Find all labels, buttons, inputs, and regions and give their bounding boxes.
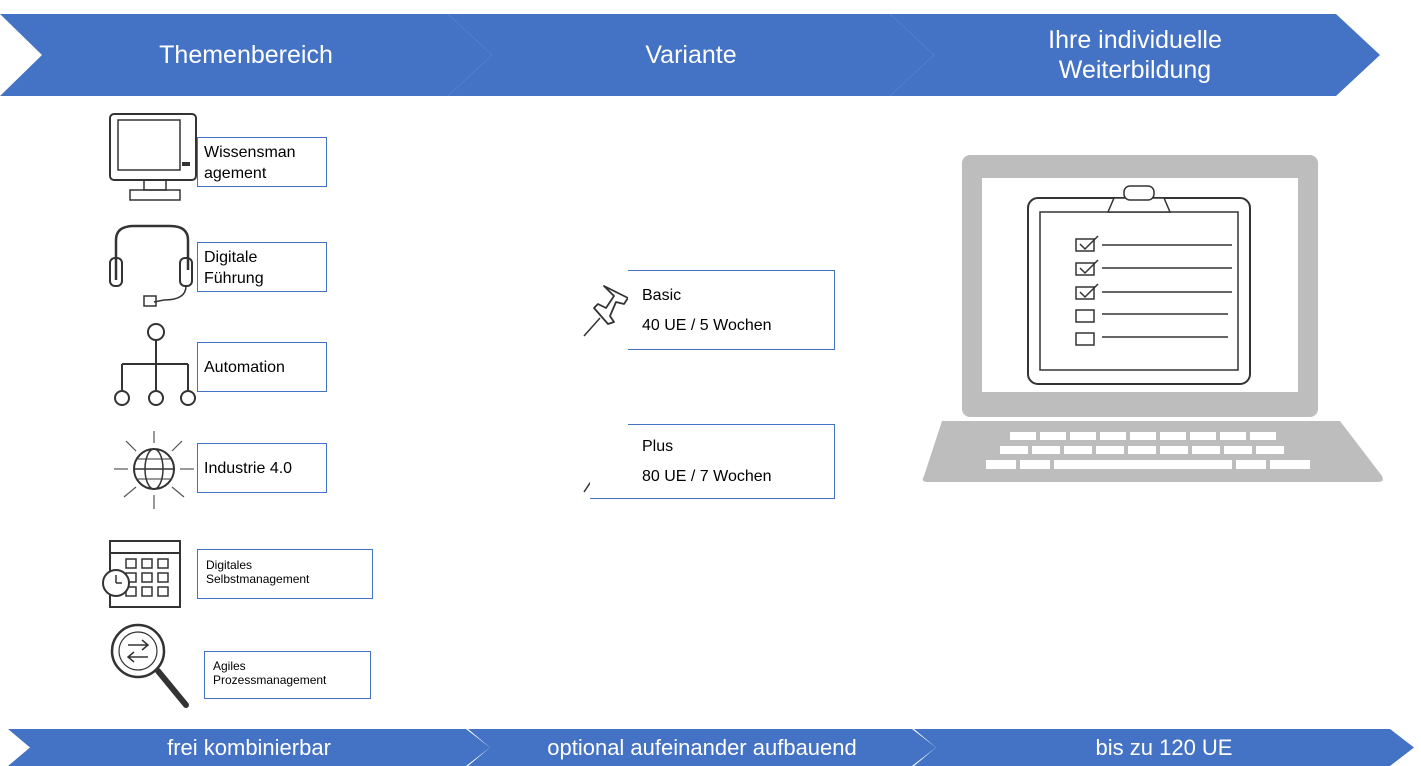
topic-agiles-prozessmanagement: Agiles Prozessmanagement xyxy=(204,651,371,699)
topic-label: Digitale Führung xyxy=(204,249,264,287)
topic-label: Automation xyxy=(204,358,285,376)
topic-label: Wissensman agement xyxy=(204,144,296,182)
magnifier-icon xyxy=(110,623,189,708)
step-weiterbildung: Ihre individuelle Weiterbildung xyxy=(890,14,1380,96)
pushpin-icon xyxy=(583,285,629,337)
footer-frei-kombinierbar: frei kombinierbar xyxy=(8,729,490,766)
footer-label: bis zu 120 UE xyxy=(1095,734,1233,760)
globe-icon xyxy=(114,431,194,509)
topic-digitale-fuehrung: Digitale Führung xyxy=(197,242,327,292)
variant-detail: 40 UE / 5 Wochen xyxy=(642,317,772,334)
step-variante-label: Variante xyxy=(645,41,737,69)
step-themenbereich-label: Themenbereich xyxy=(159,41,333,69)
footer-label: frei kombinierbar xyxy=(167,734,331,760)
org-chart-icon xyxy=(114,323,196,406)
topic-wissensmanagement: Wissensman agement xyxy=(197,137,327,187)
variant-basic: Basic 40 UE / 5 Wochen xyxy=(628,270,835,350)
step-variante: Variante xyxy=(448,14,934,96)
variant-name: Plus xyxy=(642,438,674,455)
topic-label: Industrie 4.0 xyxy=(204,459,293,477)
variant-name: Basic xyxy=(642,287,682,304)
topic-digitales-selbstmanagement: Digitales Selbstmanagement xyxy=(197,549,373,599)
computer-monitor-icon xyxy=(109,113,197,201)
topic-industrie-40: Industrie 4.0 xyxy=(197,443,327,493)
topic-label: Agiles Prozessmanagement xyxy=(213,659,327,687)
footer-bis-120-ue: bis zu 120 UE xyxy=(914,729,1414,766)
topic-label: Digitales Selbstmanagement xyxy=(206,558,310,586)
laptop-checklist-icon xyxy=(922,155,1383,482)
variant-detail: 80 UE / 7 Wochen xyxy=(642,468,772,485)
variant-plus: Plus 80 UE / 7 Wochen xyxy=(590,424,835,499)
step-weiterbildung-label: Ihre individuelle Weiterbildung xyxy=(1048,26,1222,84)
calendar-clock-icon xyxy=(102,540,181,608)
headset-icon xyxy=(109,224,193,307)
step-themenbereich: Themenbereich xyxy=(0,14,492,96)
footer-optional-aufbauend: optional aufeinander aufbauend xyxy=(468,729,936,766)
topic-automation: Automation xyxy=(197,342,327,392)
footer-label: optional aufeinander aufbauend xyxy=(547,734,857,760)
